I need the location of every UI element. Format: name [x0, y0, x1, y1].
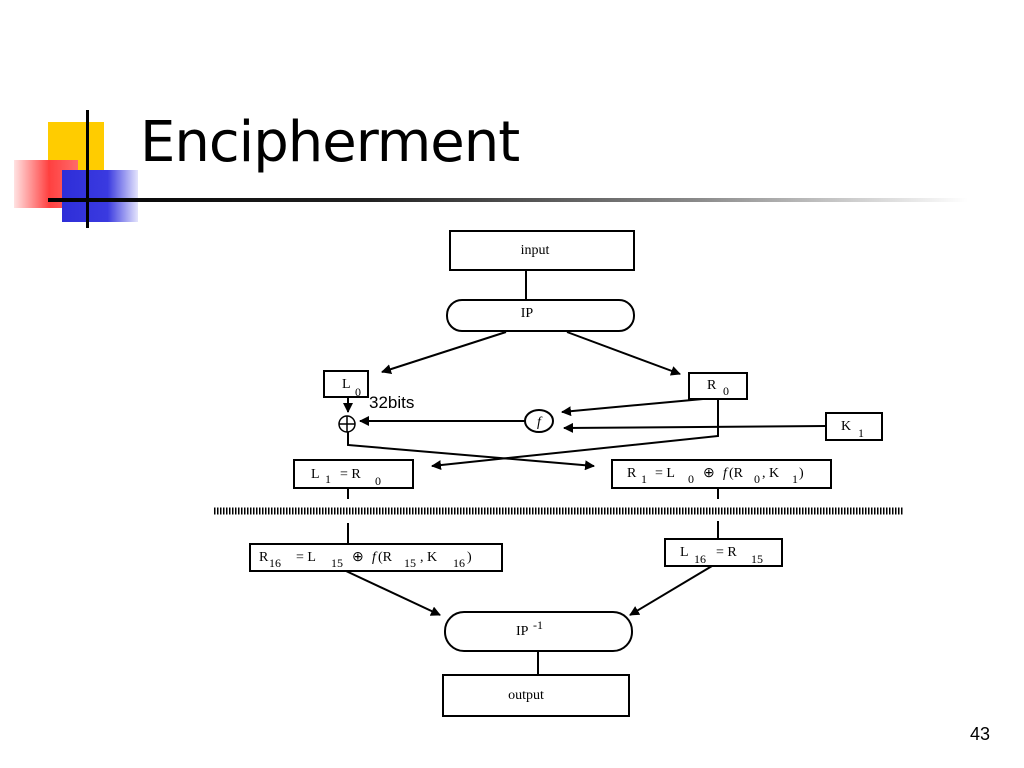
l0-subscript: 0 [355, 385, 361, 399]
r16-to-ipinv-arrow [345, 570, 441, 616]
l1-lhs: L [311, 467, 320, 482]
k1-label: K [841, 419, 851, 434]
r0-box [688, 372, 748, 400]
r1-r-sub: 0 [754, 472, 760, 486]
xor-to-r1-arrow [347, 432, 595, 471]
output-box [442, 674, 630, 717]
r1-k: , K [762, 466, 779, 481]
output-label: output [508, 688, 544, 703]
l1-lhs-sub: 1 [325, 472, 331, 486]
r16-r-sub: 15 [404, 556, 416, 570]
r1-oplus: ⊕ [703, 466, 715, 481]
ip-inverse-label: IP [516, 624, 529, 639]
input-box [449, 230, 635, 271]
l0-label: L [342, 377, 351, 392]
k1-to-f-arrow [563, 422, 827, 433]
r1-eq: = L [655, 466, 675, 481]
r1-k-sub: 1 [792, 472, 798, 486]
r16-close: ) [467, 550, 472, 565]
k1-subscript: 1 [858, 426, 864, 440]
ip-label: IP [521, 306, 534, 321]
r16-paren: (R [378, 550, 393, 565]
ip-to-r0-arrow [566, 331, 681, 376]
l16-rhs-sub: 15 [751, 552, 763, 566]
l1-eq: = R [340, 467, 361, 482]
r1-box [611, 459, 832, 489]
r1-lhs: R [627, 466, 637, 481]
l16-to-ipinv-arrow [629, 565, 713, 616]
r0-to-l1-arrow [431, 399, 719, 471]
slide-title: Encipherment [140, 110, 520, 175]
l0-box [323, 370, 369, 398]
r1-close: ) [799, 466, 804, 481]
l16-lhs: L [680, 545, 689, 560]
r16-f: f [372, 550, 378, 565]
r16-box [249, 543, 503, 572]
input-label: input [521, 243, 550, 258]
l16-eq: = R [716, 545, 737, 560]
r16-lhs-sub: 16 [269, 556, 281, 570]
f-label: f [537, 415, 543, 430]
l1-box [293, 459, 414, 489]
l1-rhs-sub: 0 [375, 474, 381, 488]
logo-blue-square [62, 170, 138, 222]
r1-lhs-sub: 1 [641, 472, 647, 486]
r1-paren: (R [729, 466, 744, 481]
ip-to-l0-arrow [381, 331, 507, 374]
r1-l-sub: 0 [688, 472, 694, 486]
r16-lhs: R [259, 550, 269, 565]
r16-k: , K [420, 550, 437, 565]
ip-box [446, 299, 635, 332]
r16-k-sub: 16 [453, 556, 465, 570]
r16-l-sub: 15 [331, 556, 343, 570]
title-underline [48, 198, 968, 202]
logo-vertical-line [86, 110, 89, 228]
l16-lhs-sub: 16 [694, 552, 706, 566]
page-number: 43 [969, 724, 990, 744]
r0-subscript: 0 [723, 384, 729, 398]
bits-note: 32bits [369, 393, 414, 412]
r16-oplus: ⊕ [352, 550, 364, 565]
ip-inverse-superscript: -1 [533, 618, 543, 632]
r1-f: f [723, 466, 729, 481]
r0-to-f-arrow [561, 398, 704, 417]
l16-box [664, 538, 783, 567]
r0-label: R [707, 378, 717, 393]
r16-eq: = L [296, 550, 316, 565]
k1-box [825, 412, 883, 441]
